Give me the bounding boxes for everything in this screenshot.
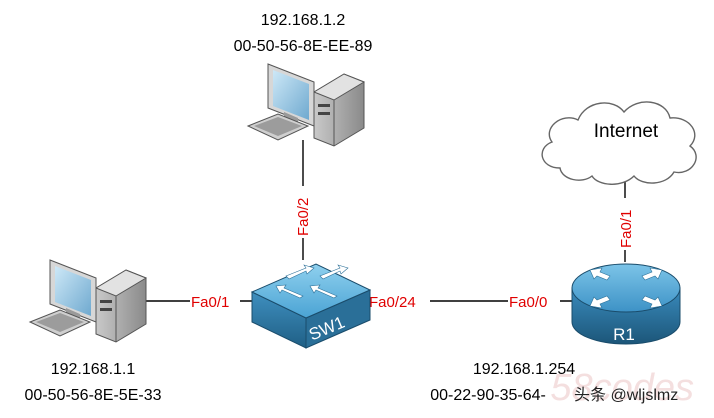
watermark-credit: 头条 @wljslmz [574, 386, 678, 404]
computer-icon [28, 259, 148, 343]
port-label-sw-fa0-2: Fa0/2 [295, 198, 312, 236]
switch-icon [250, 263, 372, 349]
router-r1[interactable]: R1 [571, 263, 681, 345]
host-labels: 192.168.1.2 00-50-56-8E-EE-89 192.168.1.… [25, 12, 576, 404]
port-labels: Fa0/2 Fa0/1 Fa0/24 Fa0/0 Fa0/1 [190, 186, 640, 311]
port-label-sw-fa0-24: Fa0/24 [369, 294, 416, 311]
pc-left-ip: 192.168.1.1 [51, 361, 136, 378]
pc-top-ip: 192.168.1.2 [261, 12, 346, 29]
pc-left-mac: 00-50-56-8E-5E-33 [25, 387, 162, 404]
router-icon [571, 263, 681, 345]
cloud-icon [541, 101, 697, 185]
port-label-r1-fa0-0: Fa0/0 [509, 294, 547, 311]
computer-icon [246, 63, 366, 147]
switch-sw1[interactable]: SW1 [250, 263, 372, 349]
internet-cloud: Internet [541, 101, 697, 185]
port-label-sw-fa0-1: Fa0/1 [191, 294, 229, 311]
watermark-site: 58codes [550, 367, 694, 409]
router-mac: 00-22-90-35-64- [430, 387, 546, 404]
pc-left[interactable] [28, 259, 148, 343]
router-label: R1 [613, 325, 635, 344]
pc-top[interactable] [246, 63, 366, 147]
cloud-label: Internet [594, 121, 659, 142]
router-ip: 192.168.1.254 [473, 361, 575, 378]
pc-top-mac: 00-50-56-8E-EE-89 [234, 38, 373, 55]
port-label-r1-fa0-1: Fa0/1 [618, 210, 635, 248]
